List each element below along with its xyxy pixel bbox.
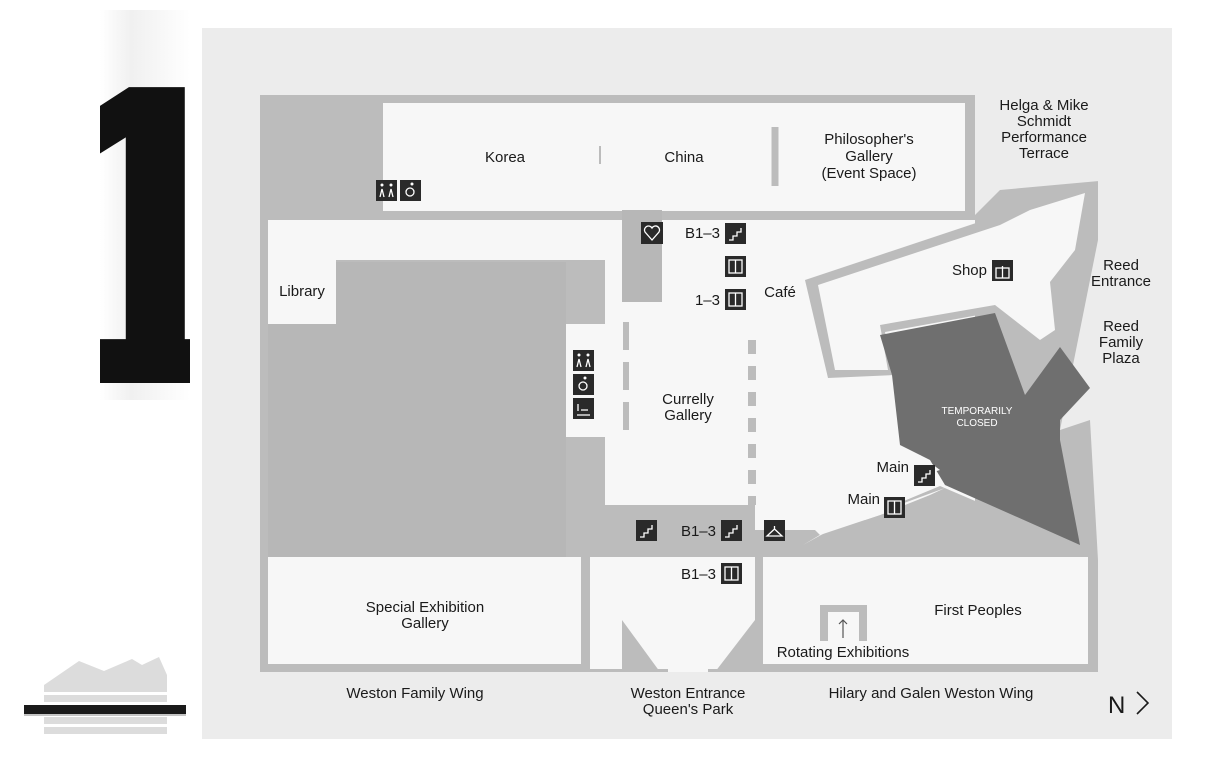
elevator-icon bbox=[725, 256, 746, 277]
elevator-icon bbox=[725, 289, 746, 310]
area-label-reed-entrance-2: Entrance bbox=[1091, 273, 1151, 290]
area-label-helga-3: Performance bbox=[1001, 129, 1087, 146]
wing-label-weston-family: Weston Family Wing bbox=[346, 685, 483, 702]
north-compass: N bbox=[1108, 691, 1150, 719]
main-stairs-label: Main bbox=[876, 459, 909, 476]
area-label-philosophers-2: Gallery bbox=[845, 148, 893, 165]
area-label-reed-entrance-1: Reed bbox=[1103, 257, 1139, 274]
area-label-library: Library bbox=[279, 283, 325, 300]
area-label-shop: Shop bbox=[952, 262, 987, 279]
area-label-reed-plaza-3: Plaza bbox=[1102, 350, 1140, 367]
area-label-china: China bbox=[664, 149, 704, 166]
area-label-first-peoples: First Peoples bbox=[934, 602, 1022, 619]
area-label-special-exhibition-1: Special Exhibition bbox=[366, 599, 484, 616]
area-label-philosophers-3: (Event Space) bbox=[821, 165, 916, 182]
wing-label-hilary-galen: Hilary and Galen Weston Wing bbox=[829, 685, 1034, 702]
area-label-korea: Korea bbox=[485, 149, 526, 166]
chevron-right-icon bbox=[1136, 691, 1150, 715]
stairs-icon bbox=[636, 520, 657, 541]
entrance-label-weston-2: Queen's Park bbox=[643, 701, 734, 718]
elevator-label-bottom: B1–3 bbox=[681, 566, 716, 583]
family-room-icon bbox=[573, 398, 594, 419]
elevator-icon bbox=[721, 563, 742, 584]
stairs-label-top: B1–3 bbox=[685, 225, 720, 242]
elevator-icon bbox=[884, 497, 905, 518]
defibrillator-icon bbox=[641, 222, 663, 244]
closed-area bbox=[880, 313, 1090, 545]
accessible-restroom-icon bbox=[573, 374, 594, 395]
area-label-reed-plaza-2: Family bbox=[1099, 334, 1144, 351]
gift-shop-icon bbox=[992, 260, 1013, 281]
area-label-reed-plaza-1: Reed bbox=[1103, 318, 1139, 335]
first-peoples-room bbox=[763, 557, 1088, 664]
stairs-label-bottom: B1–3 bbox=[681, 523, 716, 540]
special-exhibition-room bbox=[268, 557, 581, 664]
area-label-helga-4: Terrace bbox=[1019, 145, 1069, 162]
main-elevator-label: Main bbox=[847, 491, 880, 508]
entrance-label-weston-1: Weston Entrance bbox=[631, 685, 746, 702]
accessible-restroom-icon bbox=[400, 180, 421, 201]
stairs-icon bbox=[725, 223, 746, 244]
building-floors-icon bbox=[24, 657, 186, 734]
library-room bbox=[268, 260, 336, 324]
stairs-icon bbox=[721, 520, 742, 541]
coat-check-icon bbox=[764, 520, 785, 541]
area-label-philosophers-1: Philosopher's bbox=[824, 131, 914, 148]
floor-number-graphic: 1 bbox=[100, 10, 190, 400]
stairs-icon bbox=[914, 465, 935, 486]
area-label-helga-1: Helga & Mike bbox=[999, 97, 1088, 114]
restroom-icon bbox=[376, 180, 397, 201]
closed-label-2: CLOSED bbox=[956, 418, 997, 429]
area-label-rotating: Rotating Exhibitions bbox=[777, 644, 910, 661]
floor-number: 1 bbox=[100, 10, 190, 400]
area-label-helga-2: Schmidt bbox=[1017, 113, 1072, 130]
elevator-label-top: 1–3 bbox=[695, 292, 720, 309]
area-label-special-exhibition-2: Gallery bbox=[401, 615, 449, 632]
floor-map: Korea China Philosopher's Gallery (Event… bbox=[260, 95, 1151, 719]
area-label-cafe: Café bbox=[764, 284, 796, 301]
compass-label: N bbox=[1108, 692, 1125, 719]
closed-label-1: TEMPORARILY bbox=[942, 406, 1013, 417]
area-label-currelly-1: Currelly bbox=[662, 391, 714, 408]
floor-map-panel: Korea China Philosopher's Gallery (Event… bbox=[202, 28, 1172, 739]
restroom-icon bbox=[573, 350, 594, 371]
area-label-currelly-2: Gallery bbox=[664, 407, 712, 424]
